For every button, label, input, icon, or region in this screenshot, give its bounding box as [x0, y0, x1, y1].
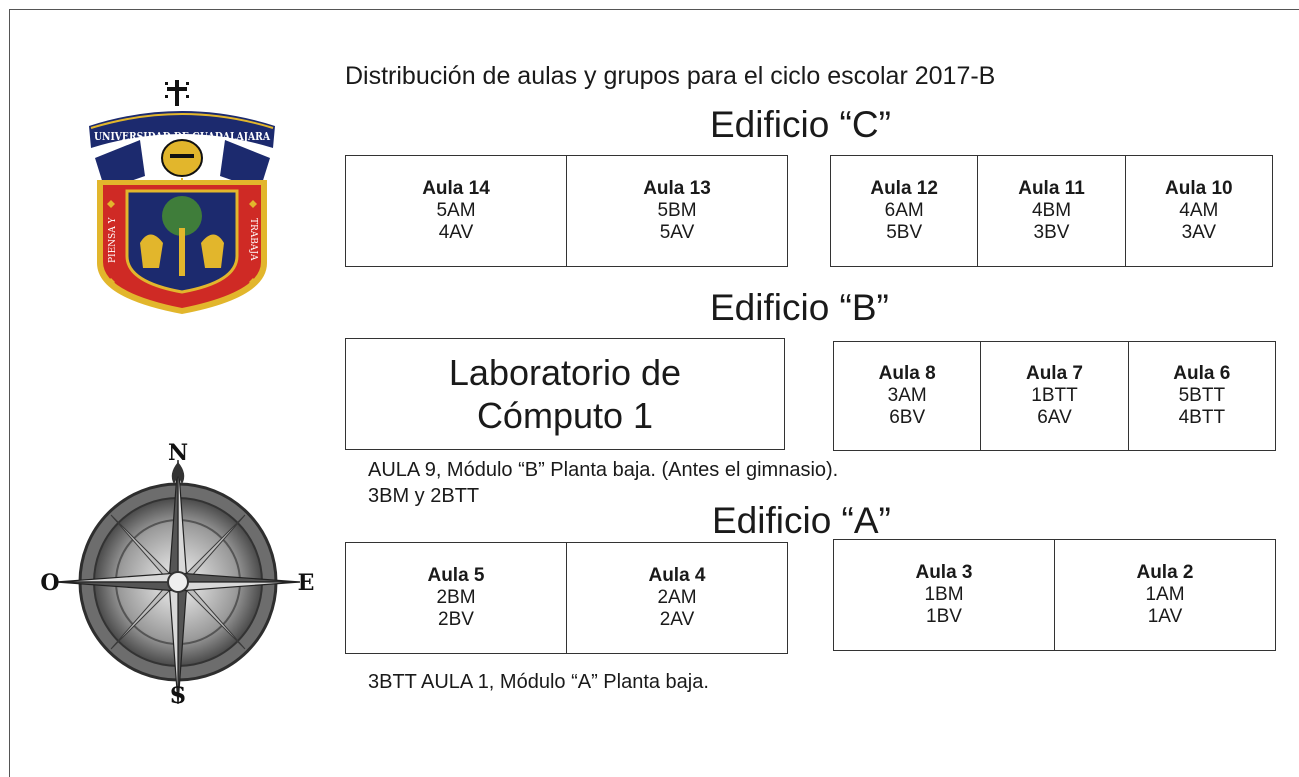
classroom-cell: Aula 5 2BM 2BV [346, 543, 566, 653]
group-label: 5BM [657, 200, 697, 221]
building-a-left-block: Aula 5 2BM 2BV Aula 4 2AM 2AV [345, 542, 788, 654]
group-label: 5AV [659, 222, 695, 243]
group-label: 1AM [1145, 584, 1185, 605]
classroom-cell: Aula 2 1AM 1AV [1054, 540, 1275, 650]
classroom-cell: Aula 3 1BM 1BV [834, 540, 1054, 650]
classroom-cell: Aula 10 4AM 3AV [1124, 156, 1272, 266]
classroom-cell: Aula 13 5BM 5AV [566, 156, 787, 266]
compass-north-label: N [168, 440, 188, 466]
classroom-cell: Aula 8 3AM 6BV [834, 342, 980, 450]
logo-right-motto: TRABAJA [248, 218, 258, 261]
classroom-cell: Aula 7 1BTT 6AV [980, 342, 1127, 450]
logo-name-text: UNIVERSIDAD DE GUADALAJARA [94, 129, 271, 143]
group-label: 6AV [1037, 407, 1072, 428]
group-label: 1BTT [1031, 385, 1078, 406]
classroom-name: Aula 14 [422, 178, 490, 199]
group-label: 4BTT [1178, 407, 1226, 428]
group-label: 4AV [438, 222, 474, 243]
group-label: 2AV [659, 609, 695, 630]
compass-east-label: E [298, 570, 315, 596]
page-frame [9, 9, 1299, 777]
classroom-name: Aula 4 [648, 565, 706, 586]
group-label: 6BV [889, 407, 926, 428]
computer-lab-block: Laboratorio de Cómputo 1 [345, 338, 785, 450]
university-logo-icon: UNIVERSIDAD DE GUADALAJARA PIENSA Y TRAB… [89, 80, 275, 314]
classroom-cell: Aula 6 5BTT 4BTT [1127, 342, 1275, 450]
group-label: 2AM [657, 587, 697, 608]
group-label: 3AM [887, 385, 927, 406]
classroom-name: Aula 8 [878, 363, 936, 384]
building-a-title: Edificio “A” [712, 500, 891, 541]
group-label: 5AM [436, 200, 476, 221]
group-label: 6AM [884, 200, 924, 221]
classroom-cell: Aula 11 4BM 3BV [977, 156, 1124, 266]
building-c-right-block: Aula 12 6AM 5BV Aula 11 4BM 3BV Aula 10 … [830, 155, 1273, 267]
classroom-name: Aula 3 [915, 562, 973, 583]
classroom-cell: Aula 14 5AM 4AV [346, 156, 566, 266]
building-c-left-block: Aula 14 5AM 4AV Aula 13 5BM 5AV [345, 155, 788, 267]
group-label: 3AV [1181, 222, 1217, 243]
classroom-name: Aula 13 [643, 178, 711, 199]
classroom-cell: Aula 4 2AM 2AV [566, 543, 787, 653]
classroom-name: Aula 6 [1173, 363, 1231, 384]
group-label: 1AV [1147, 606, 1183, 627]
compass-west-label: O [40, 570, 59, 596]
building-c-title: Edificio “C” [710, 104, 891, 145]
group-label: 2BV [438, 609, 474, 630]
compass-rose-icon: N S O E [40, 440, 315, 709]
lab-name-line: Laboratorio de [448, 352, 682, 393]
group-label: 5BTT [1178, 385, 1226, 406]
compass-south-label: S [170, 683, 186, 709]
group-label: 4AM [1179, 200, 1219, 221]
group-label: 1BV [926, 606, 962, 627]
building-a-right-block: Aula 3 1BM 1BV Aula 2 1AM 1AV [833, 539, 1276, 651]
page-heading: Distribución de aulas y grupos para el c… [345, 62, 996, 90]
classroom-name: Aula 5 [427, 565, 485, 586]
building-a-note: 3BTT AULA 1, Módulo “A” Planta baja. [368, 671, 709, 693]
classroom-name: Aula 2 [1136, 562, 1194, 583]
lab-name-line: Cómputo 1 [476, 395, 654, 436]
classroom-name: Aula 12 [870, 178, 938, 199]
building-b-note-line1: AULA 9, Módulo “B” Planta baja. (Antes e… [368, 459, 839, 481]
group-label: 4BM [1031, 200, 1072, 221]
group-label: 3BV [1033, 222, 1070, 243]
classroom-name: Aula 7 [1025, 363, 1083, 384]
building-b-note-line2: 3BM y 2BTT [368, 485, 480, 507]
classroom-name: Aula 10 [1165, 178, 1233, 199]
logo-left-motto: PIENSA Y [108, 216, 118, 263]
group-label: 5BV [886, 222, 923, 243]
classroom-name: Aula 11 [1018, 178, 1085, 199]
building-b-title: Edificio “B” [710, 287, 889, 328]
classroom-cell: Aula 12 6AM 5BV [831, 156, 977, 266]
building-b-right-block: Aula 8 3AM 6BV Aula 7 1BTT 6AV Aula 6 5B… [833, 341, 1276, 451]
group-label: 1BM [924, 584, 964, 605]
group-label: 2BM [436, 587, 476, 608]
